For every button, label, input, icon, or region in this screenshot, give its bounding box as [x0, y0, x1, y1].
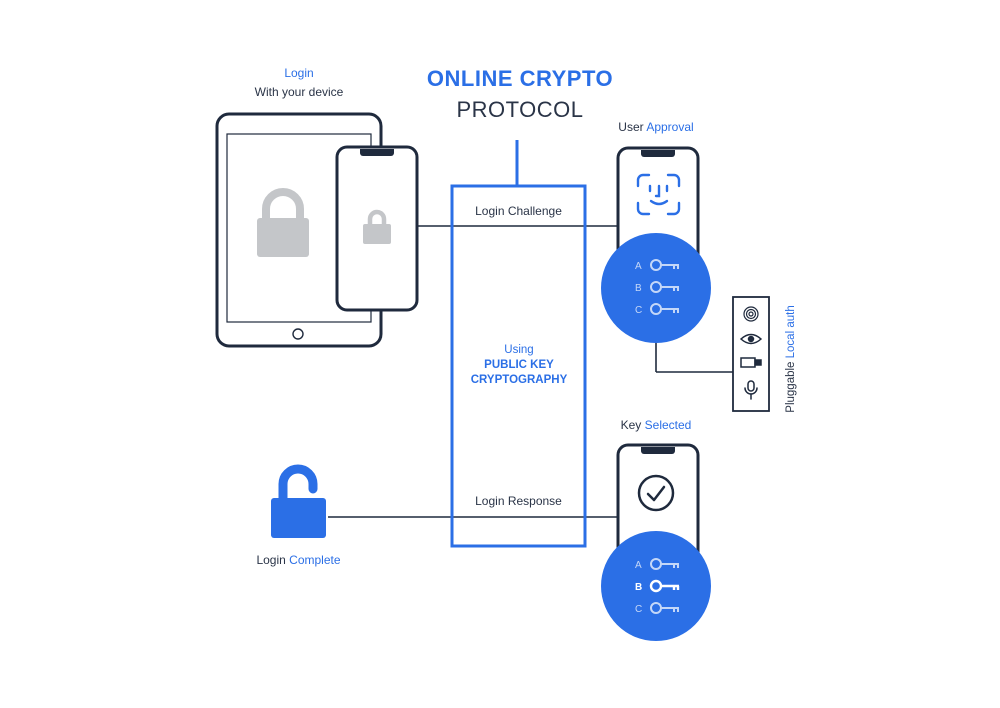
- lock-icon: [257, 188, 309, 257]
- key-letter: A: [635, 560, 642, 571]
- user-approval-prefix: User: [618, 120, 644, 134]
- pluggable-local-auth-label: Pluggable Local auth: [785, 289, 797, 429]
- key-row: A: [635, 558, 679, 571]
- key-letter: A: [635, 261, 642, 272]
- title-line-1: ONLINE CRYPTO: [426, 66, 614, 91]
- key-row: B: [635, 579, 680, 593]
- key-icon: [650, 602, 679, 614]
- key-row: B: [635, 281, 679, 294]
- key-list-top: ABC: [635, 259, 679, 316]
- login-response-label: Login Response: [475, 494, 562, 508]
- key-circle-top: [601, 233, 711, 343]
- pluggable-highlight: Local auth: [785, 305, 797, 359]
- key-icon: [650, 303, 679, 315]
- pluggable-prefix: Pluggable: [785, 361, 797, 413]
- microphone-icon: [744, 380, 758, 400]
- login-complete-prefix: Login: [256, 553, 286, 567]
- key-circle-bottom: [601, 531, 711, 641]
- unlocked-lock-icon: [271, 464, 326, 538]
- home-button: [292, 328, 304, 340]
- key-letter: B: [635, 582, 642, 593]
- login-subtitle: With your device: [254, 85, 344, 99]
- face-id-icon: [636, 173, 681, 216]
- key-letter: C: [635, 604, 642, 615]
- fingerprint-icon: [743, 306, 759, 322]
- login-label: Login: [284, 66, 314, 80]
- user-approval-label: User Approval: [596, 120, 716, 134]
- key-letter: C: [635, 305, 642, 316]
- key-icon: [650, 281, 679, 293]
- title-line-2: PROTOCOL: [456, 97, 584, 122]
- key-list-bottom: ABC: [635, 558, 680, 615]
- eye-icon: [739, 333, 763, 345]
- login-challenge-label: Login Challenge: [475, 204, 562, 218]
- key-row: C: [635, 303, 679, 316]
- usb-key-icon: [740, 357, 762, 368]
- key-selected-prefix: Key: [620, 418, 642, 432]
- key-icon: [650, 259, 679, 271]
- public-key-text: Using PUBLIC KEY CRYPTOGRAPHY: [452, 343, 586, 388]
- check-circle-icon: [637, 474, 675, 512]
- login-complete-label: Login Complete: [236, 553, 361, 567]
- public-key-label: PUBLIC KEY: [484, 359, 554, 371]
- login-complete-highlight: Complete: [289, 553, 341, 567]
- using-label: Using: [504, 344, 534, 356]
- cryptography-label: CRYPTOGRAPHY: [470, 374, 568, 386]
- key-letter: B: [635, 283, 642, 294]
- key-row: C: [635, 602, 679, 615]
- user-approval-highlight: Approval: [646, 120, 694, 134]
- key-icon: [650, 558, 679, 570]
- key-icon: [649, 579, 680, 593]
- lock-icon: [363, 209, 391, 244]
- key-row: A: [635, 259, 679, 272]
- key-selected-label: Key Selected: [596, 418, 716, 432]
- crypto-box: [450, 184, 587, 548]
- key-selected-highlight: Selected: [644, 418, 692, 432]
